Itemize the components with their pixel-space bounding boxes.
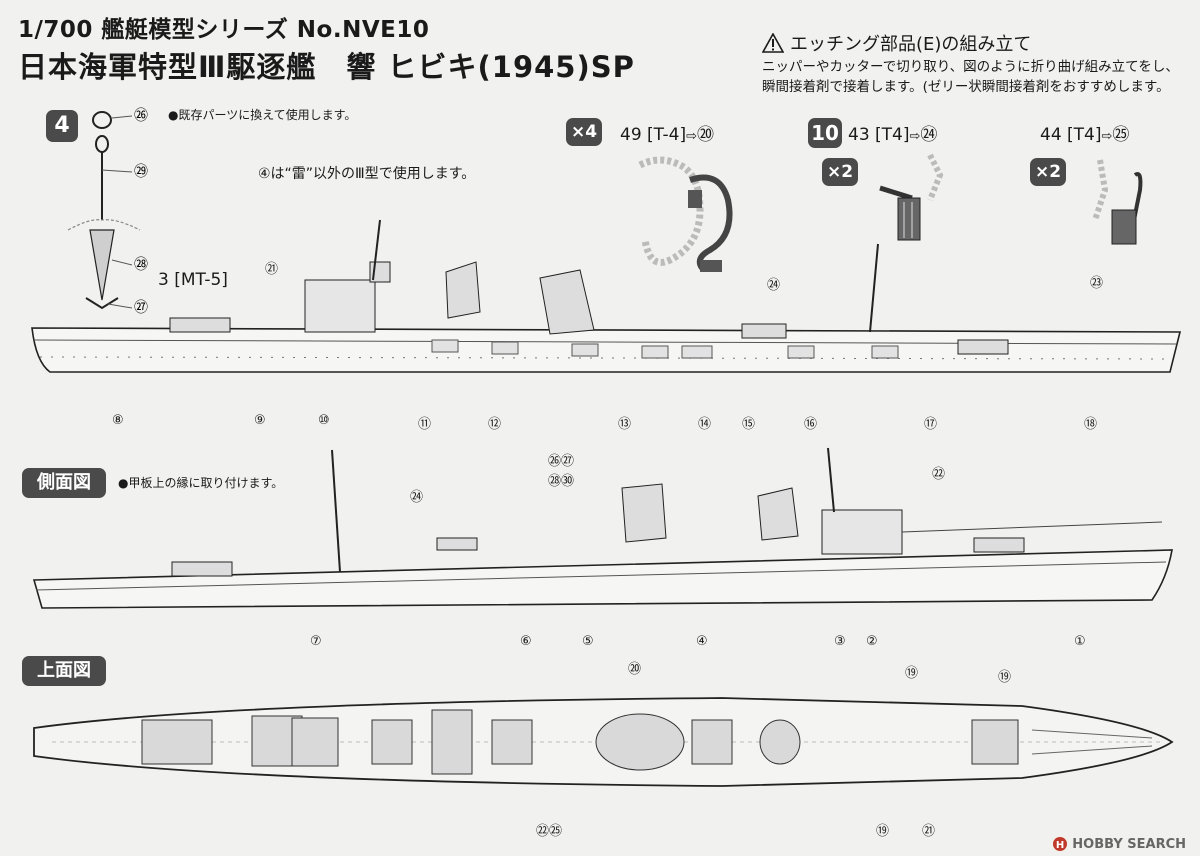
warning-icon	[762, 33, 784, 53]
callout-21: ㉑	[265, 262, 279, 277]
callout-18: ⑱	[1084, 417, 1098, 432]
callout-19-top: ⑲	[905, 666, 919, 681]
callout-24: ㉔	[767, 278, 781, 293]
ship-profile-starboard	[31, 219, 1182, 373]
kit-title: 日本海軍特型Ⅲ駆逐艦 響 ヒビキ(1945)SP	[18, 50, 635, 84]
part-43-target: ㉔	[920, 125, 938, 145]
qty-badge-x2: ×2	[822, 158, 858, 186]
part-44-number: 44 [T4]	[1040, 125, 1102, 145]
callout-20: ⑳	[628, 662, 642, 677]
part-43-label: 43 [T4]⇨㉔	[848, 120, 937, 145]
etching-assembly-heading: エッチング部品(E)の組み立て	[762, 30, 1031, 56]
callout-24-side: ㉔	[410, 490, 424, 505]
callout-22: ㉒	[932, 467, 946, 482]
arrow-icon: ⇨	[686, 129, 697, 144]
anchor-chain-drawing: ㉖ ㉙ ㉘ ㉗	[67, 108, 148, 315]
callout-8: ⑧	[112, 413, 124, 428]
part-43-number: 43 [T4]	[848, 125, 910, 145]
part-49-label: 49 [T-4]⇨⑳	[620, 120, 714, 145]
callout-5: ⑤	[582, 634, 594, 649]
callout-14: ⑭	[698, 417, 712, 432]
part-44-label: 44 [T4]⇨㉕	[1040, 120, 1129, 145]
top-view-label: 上面図	[22, 656, 106, 686]
etched-part-43-drawing	[879, 153, 944, 241]
ship-profile-port	[32, 447, 1173, 609]
callout-7: ⑦	[310, 634, 322, 649]
callout-19-right: ⑲	[998, 670, 1012, 685]
etching-assembly-title: エッチング部品(E)の組み立て	[790, 34, 1032, 55]
callout-19-bottom: ⑲	[876, 824, 890, 839]
series-number: 1/700 艦艇模型シリーズ No.NVE10	[18, 17, 430, 43]
callout-9: ⑨	[254, 413, 266, 428]
callout-27: ㉗	[134, 300, 148, 315]
callout-6: ⑥	[520, 634, 532, 649]
hobby-search-logo-icon: H	[1053, 837, 1068, 851]
callout-13: ⑬	[618, 417, 632, 432]
callout-16: ⑯	[804, 417, 818, 432]
part-49-target: ⑳	[696, 125, 714, 145]
callout-4: ④	[696, 634, 708, 649]
callout-21-top: ㉑	[922, 824, 936, 839]
callout-26: ㉖	[134, 108, 148, 124]
instruction-line: ニッパーやカッターで切り取り、図のように折り曲げ組み立てをし、	[762, 59, 1179, 75]
etching-instructions: ニッパーやカッターで切り取り、図のように折り曲げ組み立てをし、 瞬間接着剤で接着…	[762, 57, 1194, 97]
arrow-icon: ⇨	[1101, 129, 1113, 144]
svg-text:H: H	[1056, 840, 1064, 851]
qty-badge-x4: ×4	[566, 118, 602, 146]
callout-10: ⑩	[318, 413, 330, 428]
callout-3: ③	[834, 634, 846, 649]
step-4-badge: 4	[46, 110, 78, 142]
side-view-note: ●甲板上の縁に取り付けます。	[118, 476, 284, 490]
callout-12: ⑫	[488, 417, 502, 432]
callout-22-25: ㉒㉕	[536, 824, 563, 839]
callout-11: ⑪	[418, 417, 432, 432]
etched-part-44-drawing	[1092, 159, 1143, 245]
callout-29: ㉙	[134, 164, 148, 180]
watermark-text: HOBBY SEARCH	[1072, 836, 1186, 852]
callout-28-30: ㉘㉚	[548, 474, 575, 489]
part-49-number: 49 [T-4]	[620, 125, 687, 145]
callout-1: ①	[1074, 634, 1086, 649]
hobby-search-watermark: H HOBBY SEARCH	[1052, 836, 1186, 852]
callout-2: ②	[866, 634, 878, 649]
step-4-note: ●既存パーツに換えて使用します。	[168, 108, 357, 122]
callout-17: ⑰	[924, 417, 938, 432]
ship-plan-view	[33, 697, 1174, 787]
callout-23: ㉓	[1090, 276, 1104, 291]
side-view-label: 側面図	[22, 468, 106, 498]
part-44-target: ㉕	[1112, 125, 1130, 145]
step-10-badge: 10	[808, 118, 842, 148]
callout-15: ⑮	[742, 417, 756, 432]
part-label-mt5: 3 [MT-5]	[158, 270, 228, 290]
step-4-usage-note: ④は“雷”以外のⅢ型で使用します。	[258, 166, 476, 182]
arrow-icon: ⇨	[909, 129, 921, 144]
etched-part-49-drawing	[638, 156, 733, 272]
instruction-line: 瞬間接着剤で接着します。(ゼリー状瞬間接着剤をおすすめします。	[762, 79, 1170, 95]
callout-26-27: ㉖㉗	[548, 454, 575, 469]
qty-badge-x2: ×2	[1030, 158, 1066, 186]
callout-28: ㉘	[134, 257, 148, 273]
